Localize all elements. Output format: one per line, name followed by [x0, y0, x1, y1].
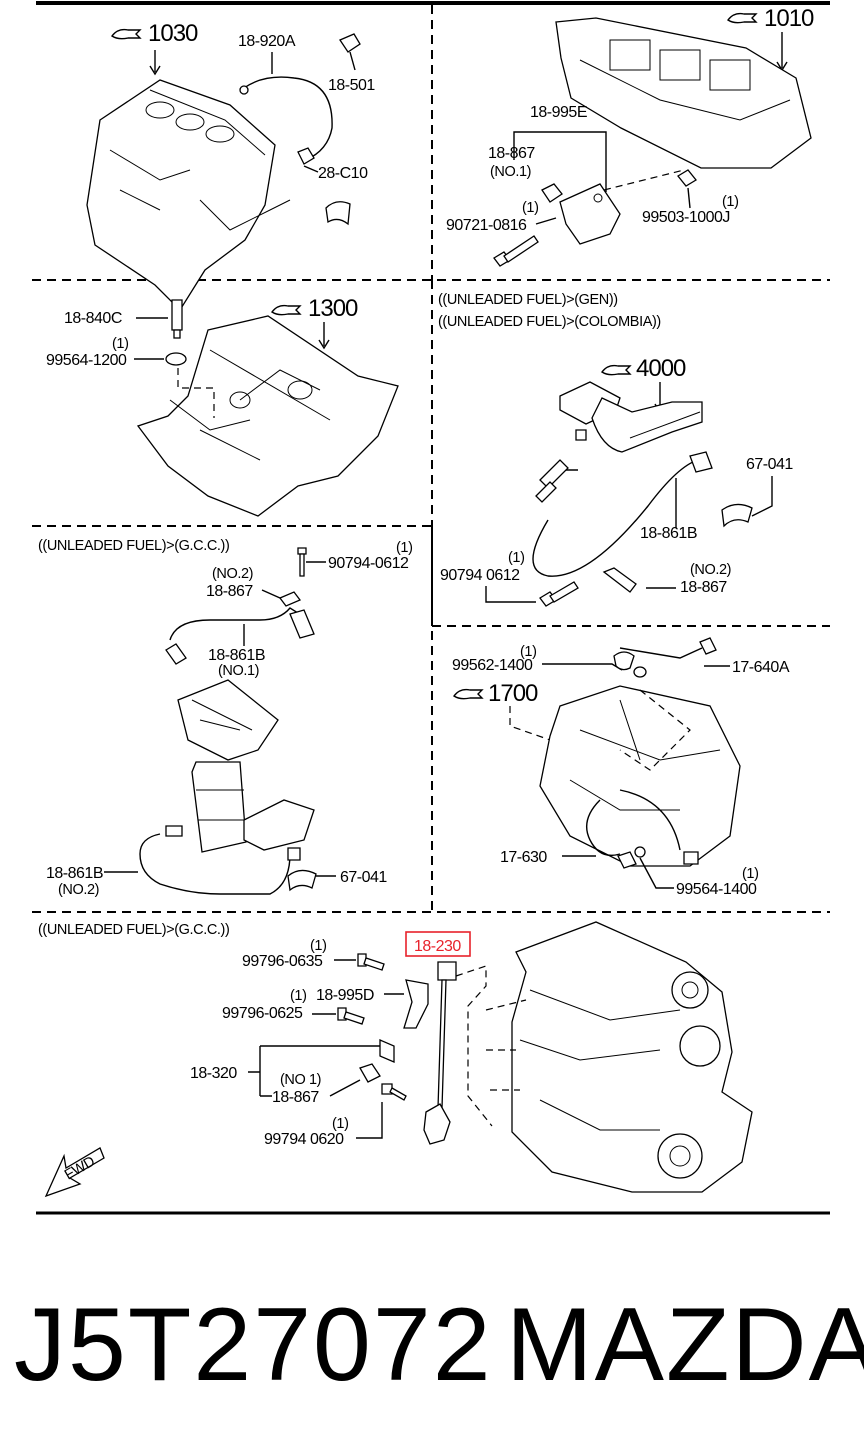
label-99796-0625: 99796-0625	[222, 1005, 303, 1022]
label-sensor-note-p4000: (NO.2)	[690, 562, 731, 578]
exhaust-manifold-catalyst-drawing	[177, 679, 315, 853]
label-gasket-qty-1700: (1)	[520, 644, 537, 660]
label-18-861B-front-note: (NO.1)	[218, 663, 259, 679]
label-99564-1400: 99564-1400	[676, 881, 757, 898]
engine-block-drawing	[86, 79, 291, 312]
panel-1030: 1030 18-920A 18-501 28-C10	[86, 20, 376, 312]
transmission-drawing	[539, 685, 741, 867]
label-bolt1-qty: (1)	[310, 938, 327, 954]
label-sensor-note-bottom: (NO 1)	[280, 1072, 321, 1088]
label-18-320: 18-320	[190, 1065, 237, 1082]
label-90794-0612-gcc: 90794-0612	[328, 555, 409, 572]
engine-assembly-drawing	[485, 921, 753, 1193]
label-18-867-note: (NO.1)	[490, 164, 531, 180]
label-18-861B-front: 18-861B	[208, 647, 265, 664]
label-18-995D: 18-995D	[316, 987, 374, 1004]
part-number: J5T27072	[14, 1287, 493, 1403]
brand-name: MAZDA	[506, 1287, 864, 1403]
ref-1300: 1300	[308, 295, 358, 322]
condition-gen: ((UNLEADED FUEL)>(GEN))	[438, 292, 618, 308]
panel-frame	[32, 1, 830, 1215]
label-90794-0612-p4000: 90794 0612	[440, 567, 520, 584]
ref-pointer-icon	[270, 304, 302, 316]
label-sensor-note-gcc: (NO.2)	[212, 566, 253, 582]
ref-pointer-icon	[600, 364, 632, 376]
label-99562-1400: 99562-1400	[452, 657, 533, 674]
label-bolt-qty: (1)	[522, 200, 539, 216]
label-18-920A: 18-920A	[238, 33, 296, 50]
panel-1300: 1300 18-840C (1) 99564-1200	[46, 295, 399, 517]
ref-1030: 1030	[148, 20, 198, 47]
label-bracket-qty: (1)	[290, 988, 307, 1004]
label-17-640A: 17-640A	[732, 659, 790, 676]
label-gasket-qty: (1)	[112, 336, 129, 352]
cylinder-head-drawing	[555, 17, 812, 169]
label-bolt-qty-p4000: (1)	[508, 550, 525, 566]
caption-bar: J5T27072 MAZDA	[0, 1270, 864, 1420]
label-99796-0635: 99796-0635	[242, 953, 323, 970]
label-18-840C: 18-840C	[64, 310, 122, 327]
label-18-230: 18-230	[414, 938, 461, 955]
condition-gcc-bottom: ((UNLEADED FUEL)>(G.C.C.))	[38, 922, 229, 938]
ref-pointer-icon	[110, 28, 142, 40]
exhaust-pipe-drawing	[559, 381, 703, 453]
label-18-867-bottom: 18-867	[272, 1089, 319, 1106]
label-bolt3-qty: (1)	[332, 1116, 349, 1132]
label-18-995E: 18-995E	[530, 104, 587, 121]
label-18-861B-p4000: 18-861B	[640, 525, 697, 542]
label-99794-0620: 99794 0620	[264, 1131, 344, 1148]
label-18-861B-rear: 18-861B	[46, 865, 103, 882]
label-28-C10: 28-C10	[318, 165, 368, 182]
label-18-867-p4000: 18-867	[680, 579, 727, 596]
fwd-arrow-icon: FWD	[44, 1147, 105, 1198]
condition-colombia: ((UNLEADED FUEL)>(COLOMBIA))	[438, 314, 661, 330]
panel-gcc-mid: ((UNLEADED FUEL)>(G.C.C.)) (1) 90794-061…	[38, 538, 413, 898]
label-67-041-gcc: 67-041	[340, 869, 387, 886]
label-plug-qty-1700: (1)	[742, 866, 759, 882]
label-67-041: 67-041	[746, 456, 793, 473]
ref-pointer-icon	[452, 688, 484, 700]
panel-gcc-bottom: ((UNLEADED FUEL)>(G.C.C.)) 18-230 (1) 99…	[38, 921, 753, 1198]
ref-1700: 1700	[488, 680, 538, 707]
label-bolt-qty-gcc: (1)	[396, 540, 413, 556]
label-18-867: 18-867	[488, 145, 535, 162]
label-99503-1000J: 99503-1000J	[642, 209, 730, 226]
ref-pointer-icon	[726, 12, 758, 24]
panel-1700: (1) 99562-1400 17-640A 1700 17-630 (1) 9…	[452, 637, 790, 898]
label-18-501: 18-501	[328, 77, 375, 94]
condition-gcc-mid: ((UNLEADED FUEL)>(G.C.C.))	[38, 538, 229, 554]
label-18-867-gcc: 18-867	[206, 583, 253, 600]
label-90721-0816: 90721-0816	[446, 217, 527, 234]
label-plug-qty: (1)	[722, 194, 739, 210]
ref-1010: 1010	[764, 5, 814, 32]
label-18-861B-rear-note: (NO.2)	[58, 882, 99, 898]
panel-1010: 1010 18-995E 18-867 (NO.1) (1) 90721-081…	[446, 5, 815, 267]
intake-manifold-drawing	[136, 315, 399, 517]
highlight-18-230: 18-230	[405, 931, 471, 957]
label-17-630: 17-630	[500, 849, 547, 866]
panel-4000: ((UNLEADED FUEL)>(GEN)) ((UNLEADED FUEL)…	[438, 292, 794, 607]
ref-4000: 4000	[636, 355, 686, 382]
label-99564-1200: 99564-1200	[46, 352, 127, 369]
